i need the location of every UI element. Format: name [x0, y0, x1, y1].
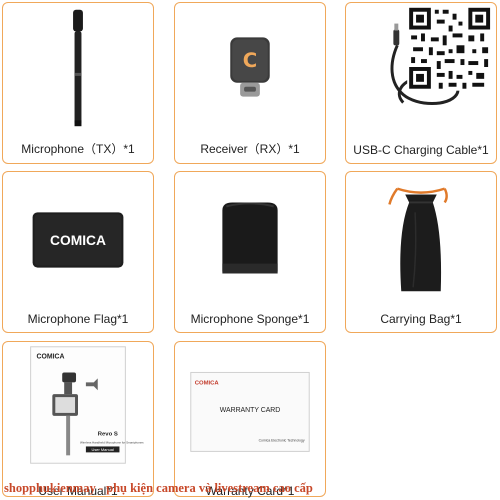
handheld-microphone-icon	[73, 9, 83, 127]
item-card-microphone-tx: Microphone（TX）*1	[2, 2, 154, 164]
item-label: User Manual*1	[38, 484, 118, 498]
svg-text:C: C	[243, 49, 257, 72]
manual-brand-text: COMICA	[37, 354, 65, 361]
manual-title-text: User Manual	[92, 447, 114, 452]
qr-code-icon	[407, 5, 493, 91]
manual-model-text: Revo S	[98, 432, 118, 438]
item-label: Receiver（RX）*1	[200, 142, 300, 156]
item-card-warranty-card: COMICA WARRANTY CARD Comica Electronic T…	[174, 341, 326, 498]
watermark-text: shopphukienmay - phụ kiện camera và live…	[4, 481, 313, 495]
item-label: Carrying Bag*1	[380, 312, 462, 326]
item-card-receiver-rx: C Receiver（RX）*1	[174, 2, 326, 164]
item-card-usb-c-cable: USB-C Charging Cable*1	[345, 2, 497, 164]
warranty-card-icon: COMICA WARRANTY CARD Comica Electronic T…	[190, 371, 310, 452]
item-label: Microphone（TX）*1	[21, 142, 135, 156]
item-label: Microphone Sponge*1	[190, 312, 310, 326]
warranty-brand-text: COMICA	[195, 380, 220, 386]
warranty-company-text: Comica Electronic Technology	[259, 439, 305, 443]
drawstring-bag-icon	[388, 187, 448, 292]
usb-c-cable-icon	[390, 5, 493, 105]
brand-logo-text: COMICA	[50, 232, 106, 248]
user-manual-icon: COMICA Revo S Wireless Handheld Micropho…	[30, 346, 144, 464]
item-card-microphone-sponge: Microphone Sponge*1	[174, 171, 326, 333]
item-card-microphone-flag: COMICA Microphone Flag*1	[2, 171, 154, 333]
foam-windscreen-icon	[222, 202, 278, 274]
item-label: Warranty Card*1	[205, 484, 295, 498]
item-label: Microphone Flag*1	[27, 312, 129, 326]
manual-subtitle-text: Wireless Handheld Microphone for Smartph…	[80, 441, 144, 445]
microphone-flag-icon: COMICA	[32, 212, 124, 268]
item-card-carrying-bag: Carrying Bag*1	[345, 171, 497, 333]
warranty-title-text: WARRANTY CARD	[220, 407, 281, 414]
usb-c-receiver-icon: C	[230, 37, 270, 97]
item-label: USB-C Charging Cable*1	[353, 143, 489, 157]
item-card-user-manual: COMICA Revo S Wireless Handheld Micropho…	[2, 341, 154, 498]
